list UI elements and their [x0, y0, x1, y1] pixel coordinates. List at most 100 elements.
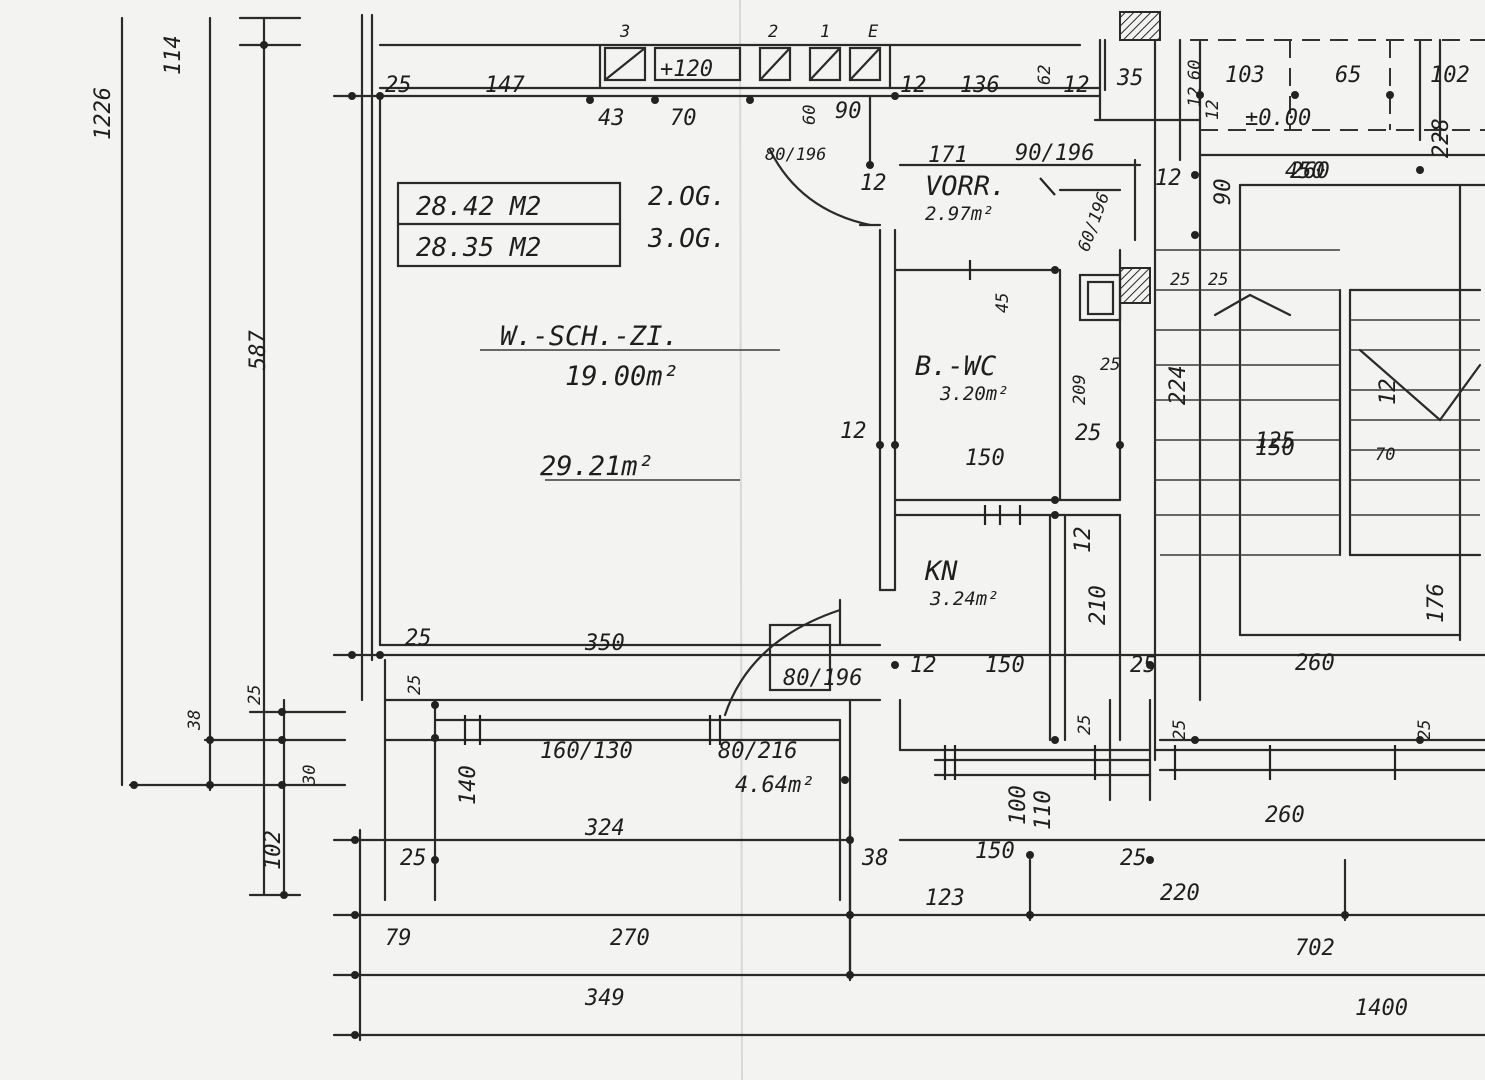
- dim-top-2: 3: [619, 22, 630, 42]
- dim-mid-8: 270: [610, 926, 650, 951]
- dim-right-13: 260: [1265, 803, 1305, 828]
- dim-mid-21: 123: [925, 886, 965, 911]
- door-bath-size: 60/196: [1074, 190, 1114, 255]
- kitchen-area: 3.24m²: [929, 588, 999, 610]
- dim-top-21: 12: [860, 171, 887, 196]
- chimney-blocks: [1078, 11, 1161, 322]
- dim-top-6: E: [868, 22, 879, 42]
- dim-mid-9: 349: [584, 986, 625, 1011]
- dim-right-11: 260: [1295, 651, 1335, 676]
- dim-right-2: 45: [993, 293, 1013, 313]
- dim-top-8: 70: [670, 106, 697, 131]
- dim-top-20: 171: [928, 143, 968, 168]
- dim-mid-17: 110: [1031, 790, 1056, 830]
- right-dimensions: 25 25 45 25 209 25 12 150 125 70 176 260…: [993, 159, 1449, 828]
- dim-top-17: 103: [1225, 63, 1265, 88]
- dim-top-3: +120: [660, 57, 713, 82]
- dim-top-7: 43: [598, 106, 625, 131]
- lower-walls: [383, 658, 1485, 982]
- hall-area: 2.97m²: [925, 203, 994, 225]
- dim-right-3: 25: [1100, 355, 1120, 375]
- room-labels: W.-SCH.-ZI. 19.00m² 29.21m² VORR. 2.97m²…: [480, 171, 1009, 610]
- dim-top-1: 147: [485, 73, 525, 98]
- dim-top-9: 90: [835, 99, 862, 124]
- bottom-dimension-lines: [332, 91, 1485, 1042]
- area-row2-value: 28.35 M2: [416, 233, 541, 263]
- dim-top-27: 12: [1185, 87, 1205, 107]
- balcony-area: 4.64m²: [735, 773, 814, 798]
- dim-right-12: 25: [1170, 720, 1190, 740]
- dim-mid-0: 25: [405, 626, 432, 651]
- dim-top-25: 228: [1429, 118, 1454, 158]
- dim-top-26: 12: [1203, 100, 1223, 120]
- dim-top-0: 25: [385, 73, 412, 98]
- dim-left-0: 1226: [91, 87, 116, 140]
- living-room-area: 19.00m²: [565, 361, 679, 392]
- living-room-name: W.-SCH.-ZI.: [500, 321, 679, 352]
- dim-right-0: 25: [1170, 270, 1190, 290]
- dim-top-15: 35: [1116, 66, 1144, 91]
- dim-left-3: 38: [185, 710, 205, 731]
- dim-right-16: 224: [1166, 365, 1191, 405]
- dim-top-13: 62: [1035, 65, 1055, 85]
- dim-top-19: 102: [1430, 63, 1470, 88]
- door-entry-size: 80/196: [765, 145, 826, 165]
- dim-right-1: 25: [1208, 270, 1228, 290]
- dim-mid-12: 25: [1075, 715, 1095, 735]
- dim-top-24: 260: [1290, 159, 1330, 184]
- dim-mid-16: 100: [1006, 785, 1031, 825]
- door-balcony-size: 80/216: [718, 739, 797, 764]
- living-room-total: 29.21m²: [540, 451, 654, 482]
- door-kitchen-size: 80/196: [783, 666, 862, 691]
- bath-name: B.-WC: [915, 351, 996, 382]
- dim-mid-4: 324: [584, 816, 625, 841]
- dim-left-6: 102: [261, 830, 286, 870]
- top-dimensions: 25 147 3 +120 2 1 E 43 70 90 60 12 136 6…: [385, 22, 1470, 205]
- dim-top-11: 12: [900, 73, 927, 98]
- area-row2-floor: 3.OG.: [647, 224, 726, 254]
- left-dimension-lines: [120, 16, 347, 899]
- dim-right-8: 125: [1255, 429, 1295, 454]
- dim-top-14: 12: [1063, 73, 1090, 98]
- dim-mid-11: 150: [965, 446, 1005, 471]
- dim-mid-3: 140: [456, 765, 481, 805]
- walls: [332, 13, 1485, 772]
- dim-mid-13: 210: [1086, 585, 1111, 625]
- dim-right-9: 70: [1375, 445, 1395, 465]
- wall-ticks: [463, 177, 1397, 780]
- hall-name: VORR.: [925, 171, 1006, 202]
- dim-left-4: 25: [245, 685, 265, 705]
- dim-mid-24: 1400: [1355, 996, 1408, 1021]
- dim-top-22: 12: [1155, 166, 1182, 191]
- kitchen-name: KN: [924, 556, 958, 587]
- area-row1-floor: 2.OG.: [648, 182, 726, 212]
- dashed-lines: [1190, 39, 1485, 131]
- dim-top-10: 60: [800, 105, 820, 125]
- dim-right-4: 209: [1070, 374, 1090, 405]
- dim-mid-1: 350: [584, 631, 625, 656]
- dim-right-15: 450: [1285, 159, 1325, 184]
- dim-mid-6: 38: [861, 846, 889, 871]
- dim-top-12: 136: [960, 73, 1000, 98]
- dim-mid-22: 220: [1160, 881, 1200, 906]
- door-swings: [723, 148, 1122, 717]
- floor-level: ±0.00: [1245, 106, 1311, 131]
- area-row1-value: 28.42 M2: [416, 192, 541, 222]
- window-living-size: 160/130: [540, 739, 633, 764]
- left-dimensions: 1226 114 587 38 25 30 102: [91, 35, 320, 870]
- dim-left-5: 30: [300, 765, 320, 786]
- dim-right-17: 12: [1376, 379, 1401, 406]
- dim-top-4: 2: [768, 22, 778, 42]
- dim-top-18: 65: [1335, 63, 1362, 88]
- dim-mid-7: 79: [385, 926, 412, 951]
- dim-left-2: 587: [246, 330, 271, 370]
- dim-mid-10: 12: [840, 419, 867, 444]
- dim-mid-15: 150: [985, 653, 1025, 678]
- dim-right-5: 25: [1075, 421, 1102, 446]
- middle-dimensions: 25 350 25 140 324 25 38 79 270 349 12 15…: [385, 419, 1408, 1021]
- dim-right-7: 150: [1255, 436, 1295, 461]
- dim-mid-20: 25: [1130, 653, 1157, 678]
- dim-mid-14: 12: [910, 653, 937, 678]
- top-windows: [603, 46, 882, 82]
